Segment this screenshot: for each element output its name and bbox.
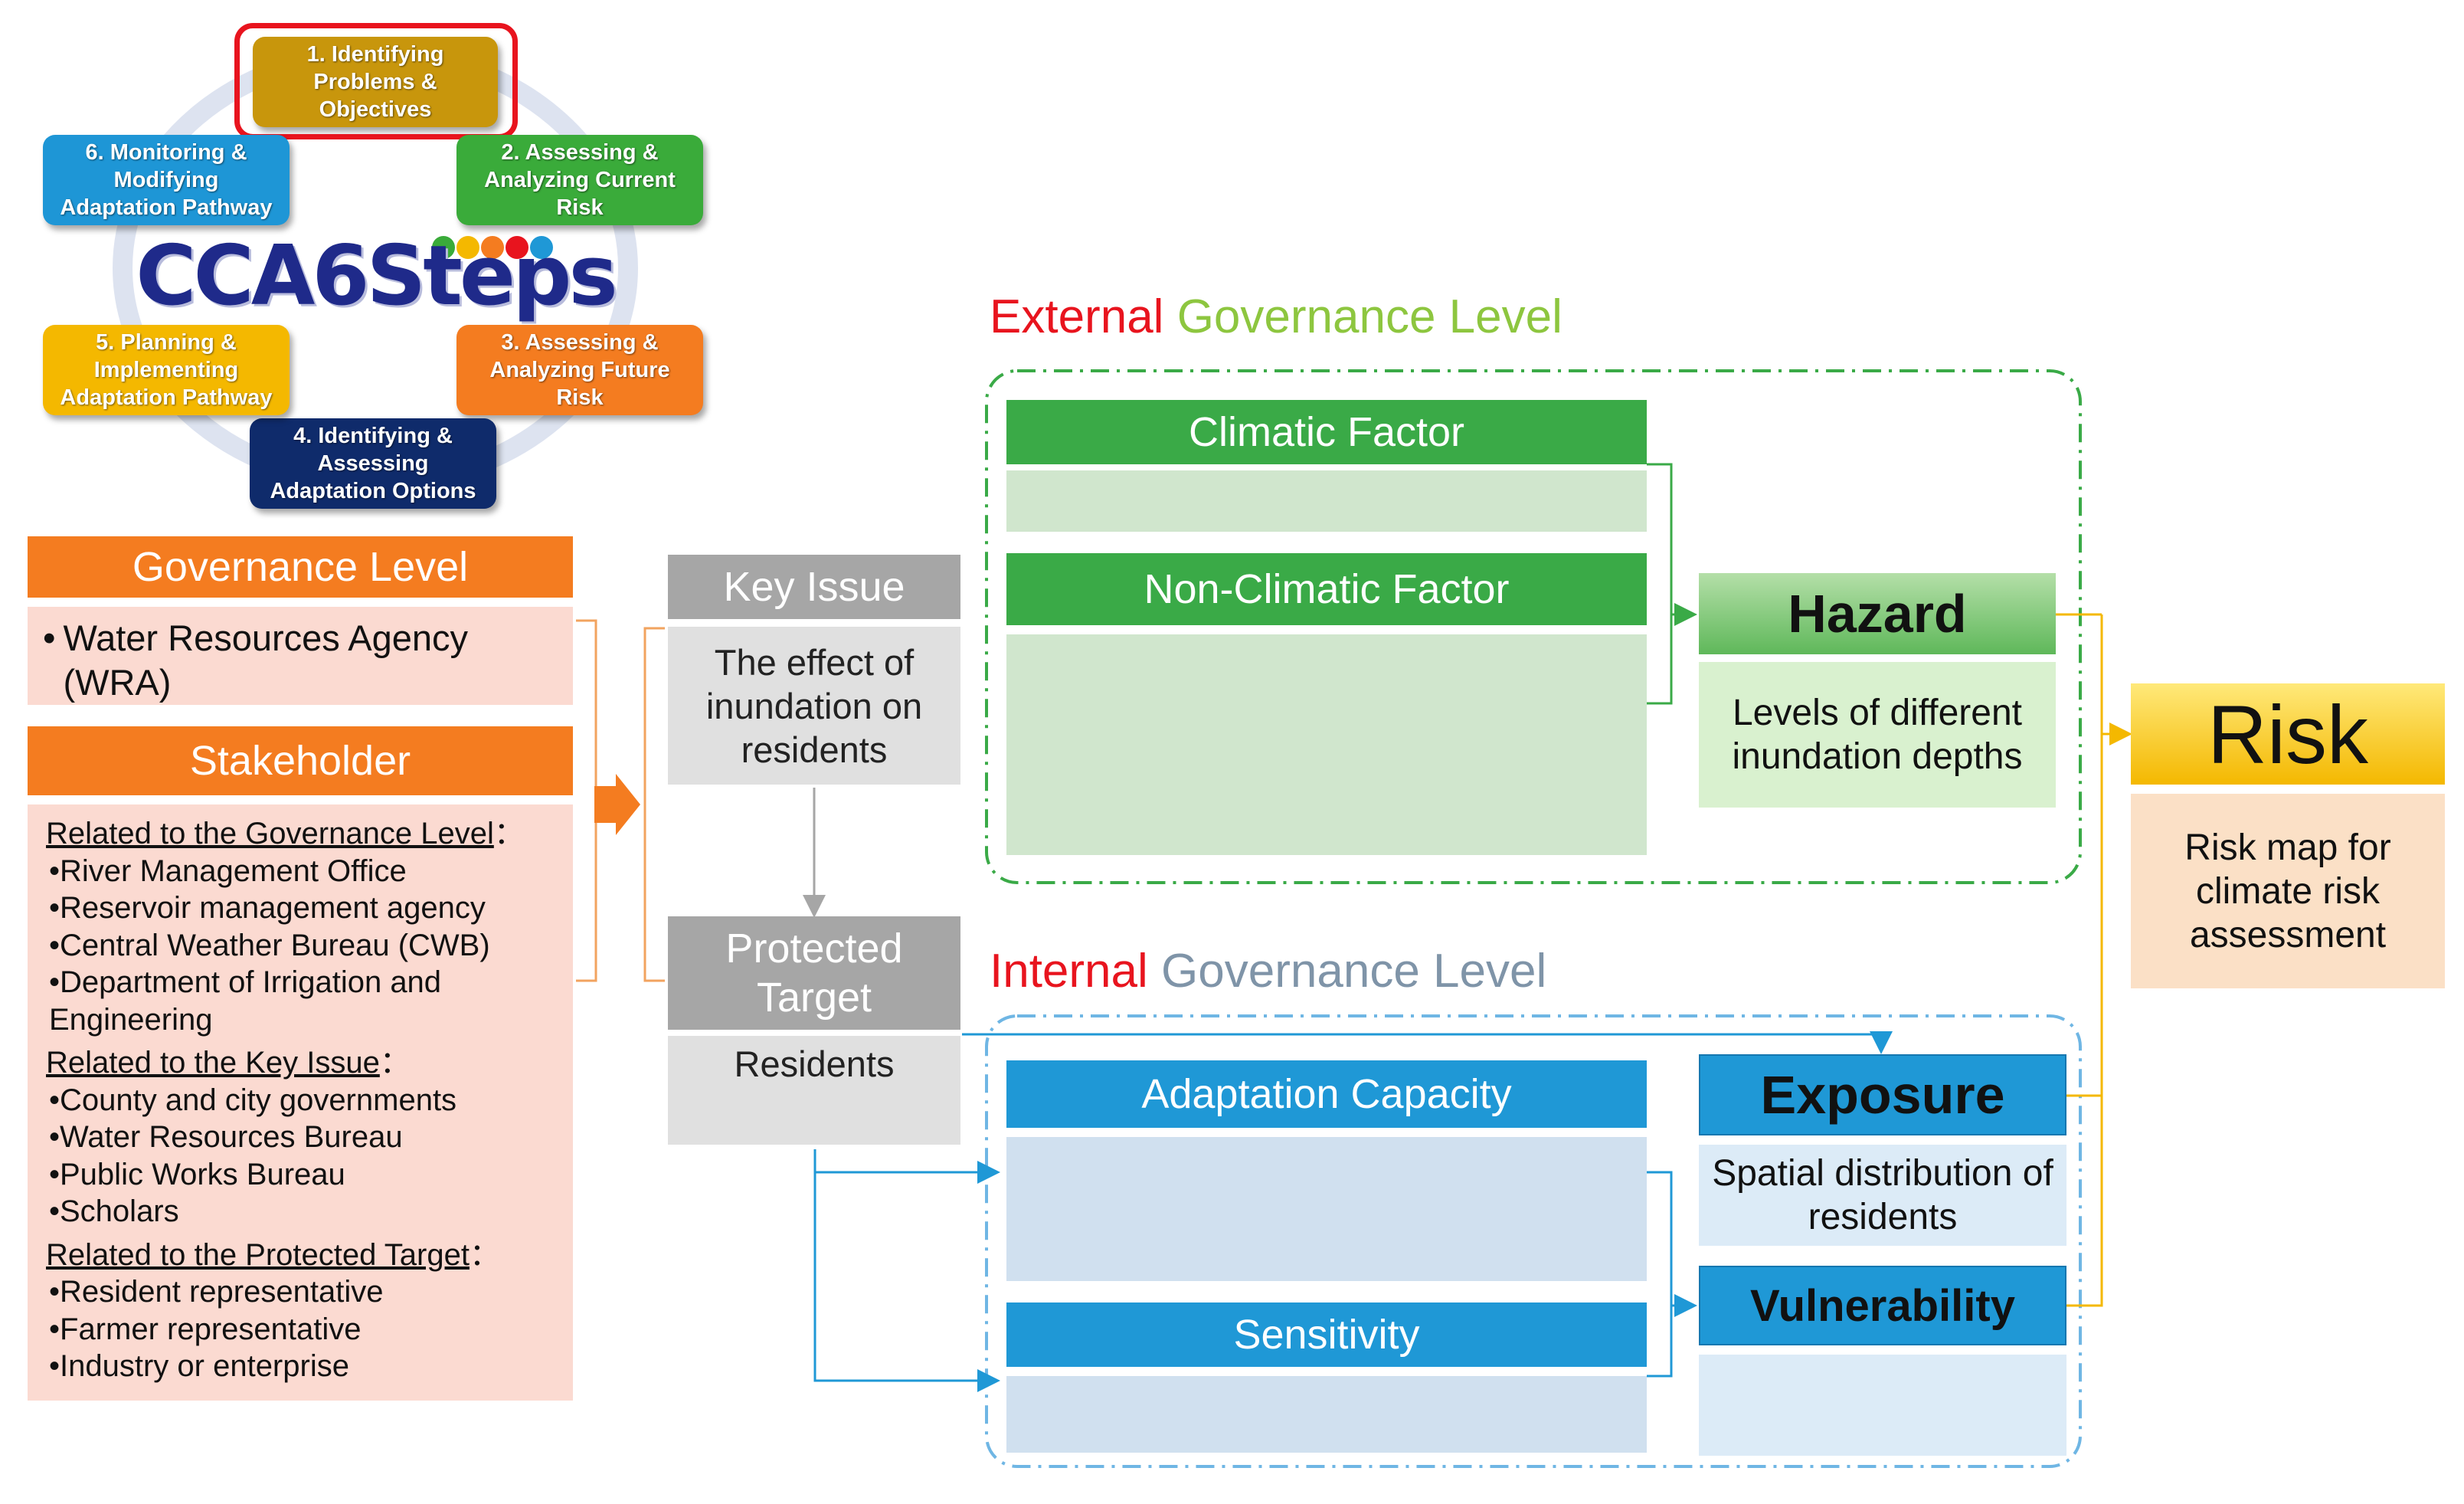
target-to-sensitivity-line	[813, 1172, 1000, 1392]
logo-dot	[432, 236, 455, 259]
stakeholder-body: Related to the Governance Level： •River …	[28, 804, 573, 1401]
list-item: •Department of Irrigation and Engineerin…	[49, 965, 442, 1037]
list-item: •Farmer representative	[49, 1312, 362, 1346]
sensitivity-body	[1006, 1376, 1647, 1453]
internal-word: Internal	[990, 945, 1148, 998]
non-climatic-factor-body	[1006, 634, 1647, 855]
vulnerability-to-risk-line	[2066, 614, 2103, 1307]
stakeholder-header: Stakeholder	[28, 726, 573, 795]
colon: ：	[493, 817, 525, 850]
cca6steps-logo: CCA6Steps	[136, 228, 618, 324]
target-to-adaptation-line	[813, 1149, 1000, 1184]
step-3-label: 3. Assessing & Analyzing Future Risk	[489, 330, 670, 410]
risk-header: Risk	[2131, 683, 2445, 785]
governance-agency: Water Resources Agency (WRA)	[63, 618, 469, 703]
step-1-label: 1. Identifying Problems & Objectives	[306, 42, 444, 122]
external-word: External	[990, 290, 1164, 343]
protected-target-header: Protected Target	[668, 916, 960, 1030]
list-item: •Central Weather Bureau (CWB)	[49, 928, 490, 962]
list-item: •Industry or enterprise	[49, 1349, 349, 1383]
step-4-label: 4. Identifying & Assessing Adaptation Op…	[270, 424, 476, 503]
external-governance-title: External Governance Level	[990, 290, 1679, 351]
exposure-body: Spatial distribution of residents	[1699, 1145, 2066, 1246]
logo-dot	[481, 236, 504, 259]
protected-target-body: Residents	[668, 1036, 960, 1145]
internal-governance-title: Internal Governance Level	[990, 944, 1679, 1005]
step-5-label: 5. Planning & Implementing Adaptation Pa…	[60, 330, 273, 410]
list-item: •River Management Office	[49, 854, 407, 888]
governance-level-word: Governance Level	[1161, 945, 1547, 998]
stakeholder-group-governance: Related to the Governance Level： •River …	[46, 815, 555, 1038]
key-issue-header: Key Issue	[668, 555, 960, 619]
step-1-box[interactable]: 1. Identifying Problems & Objectives	[253, 37, 498, 127]
list-item: •County and city governments	[49, 1083, 457, 1117]
group-heading: Related to the Protected Target	[46, 1237, 470, 1272]
step-1-highlight	[234, 23, 518, 139]
step-4-box[interactable]: 4. Identifying & Assessing Adaptation Op…	[250, 418, 496, 509]
key-issue-body: The effect of inundation on residents	[668, 627, 960, 785]
list-item: •Scholars	[49, 1194, 179, 1228]
vulnerability-header: Vulnerability	[1699, 1266, 2066, 1345]
non-climatic-factor-header: Non-Climatic Factor	[1006, 553, 1647, 625]
step-2-box[interactable]: 2. Assessing & Analyzing Current Risk	[456, 135, 703, 225]
step-2-label: 2. Assessing & Analyzing Current Risk	[484, 140, 676, 220]
logo-dot	[456, 236, 479, 259]
colon: ：	[379, 1046, 411, 1080]
governance-level-body: • Water Resources Agency (WRA)	[28, 607, 573, 705]
stakeholder-group-key-issue: Related to the Key Issue： •County and ci…	[46, 1044, 555, 1230]
risk-body: Risk map for climate risk assessment	[2131, 794, 2445, 988]
target-to-exposure-line	[962, 1031, 1893, 1054]
governance-level-word: Governance Level	[1176, 290, 1562, 343]
list-item: •Reservoir management agency	[49, 891, 486, 925]
bracket-line	[576, 619, 597, 982]
group-heading: Related to the Key Issue	[46, 1046, 380, 1080]
external-group-border	[985, 369, 2082, 884]
step-5-box[interactable]: 5. Planning & Implementing Adaptation Pa…	[43, 325, 290, 415]
sensitivity-header: Sensitivity	[1006, 1302, 1647, 1367]
hazard-header: Hazard	[1699, 573, 2056, 654]
orange-arrow-icon	[594, 774, 640, 835]
logo-dot	[530, 236, 553, 259]
colon: ：	[469, 1237, 500, 1272]
vulnerability-body	[1699, 1355, 2066, 1456]
step-6-box[interactable]: 6. Monitoring & Modifying Adaptation Pat…	[43, 135, 290, 225]
logo-dot	[506, 236, 528, 259]
list-item: •Water Resources Bureau	[49, 1120, 403, 1154]
climatic-factor-body	[1006, 470, 1647, 532]
step-3-box[interactable]: 3. Assessing & Analyzing Future Risk	[456, 325, 703, 415]
exposure-header: Exposure	[1699, 1054, 2066, 1135]
bracket-line	[1647, 1171, 1673, 1378]
stakeholder-group-protected-target: Related to the Protected Target： •Reside…	[46, 1237, 555, 1385]
governance-level-header: Governance Level	[28, 536, 573, 598]
list-item: •Resident representative	[49, 1275, 384, 1309]
adaptation-capacity-body	[1006, 1137, 1647, 1281]
group-heading: Related to the Governance Level	[46, 817, 494, 850]
bracket-line	[1647, 463, 1673, 705]
bullet: •	[43, 618, 56, 658]
list-item: •Public Works Bureau	[49, 1157, 345, 1191]
bracket-line	[643, 627, 665, 982]
adaptation-capacity-header: Adaptation Capacity	[1006, 1060, 1647, 1128]
climatic-factor-header: Climatic Factor	[1006, 400, 1647, 464]
internal-group-border	[985, 1014, 2082, 1468]
hazard-body: Levels of different inundation depths	[1699, 662, 2056, 808]
logo-dots	[432, 236, 555, 264]
step-6-label: 6. Monitoring & Modifying Adaptation Pat…	[60, 140, 273, 220]
